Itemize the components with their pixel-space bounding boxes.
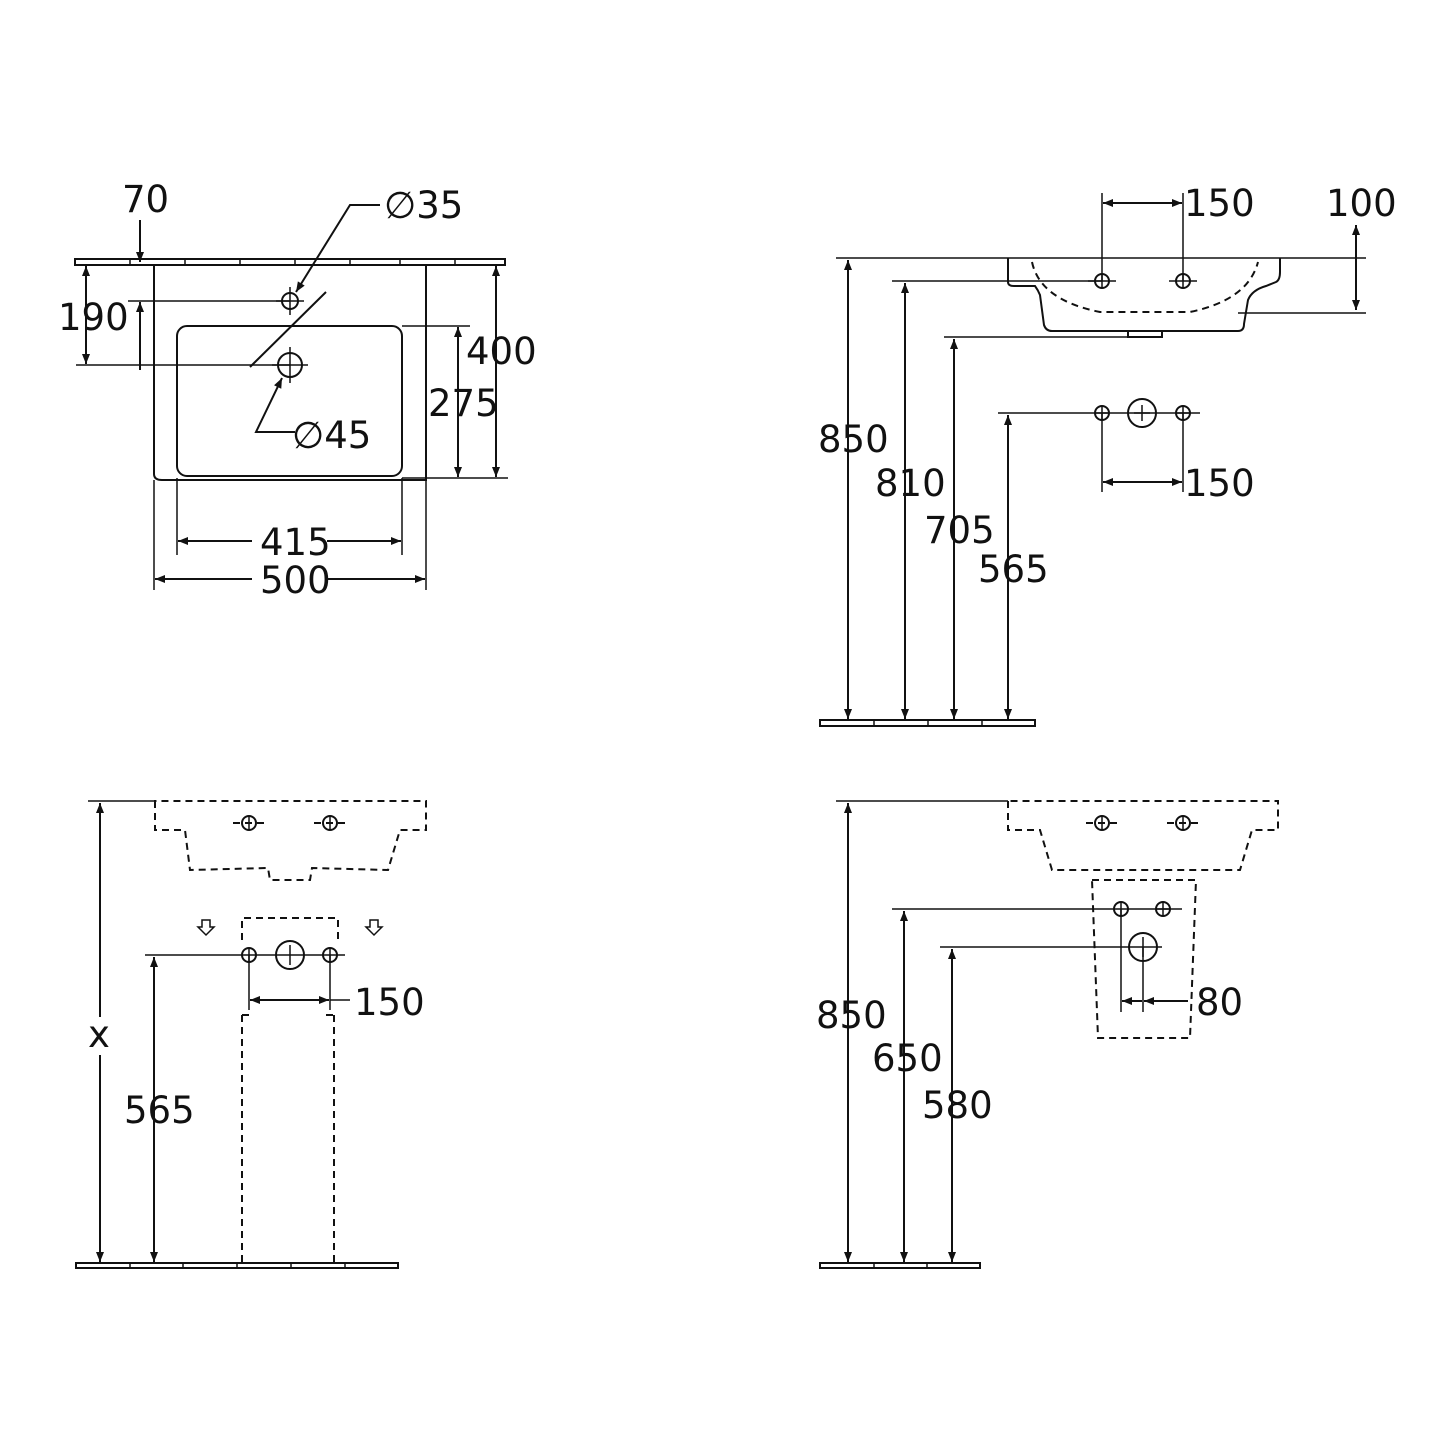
- basin-bowl: [176, 325, 403, 477]
- dim-150-bottom-label: 150: [1184, 462, 1255, 505]
- basin-dashed-outline: [1007, 800, 1279, 871]
- down-arrow-icon: [196, 919, 216, 937]
- floor-band: [819, 1262, 981, 1269]
- pedestal-dashed-top: [241, 917, 339, 940]
- dim-565-label: 565: [978, 548, 1049, 591]
- tap-hole-right-dashed: [1167, 815, 1199, 831]
- dim-70-label: 70: [122, 178, 169, 221]
- dim-100-label: 100: [1326, 182, 1397, 225]
- basin-inner-dashed: [1031, 261, 1259, 313]
- basin-outline: [153, 265, 427, 481]
- dim-x-label: x: [88, 1013, 110, 1056]
- basin-dashed-outline: [154, 800, 427, 881]
- tap-hole-left-dashed: [233, 815, 265, 831]
- wall-band: [74, 258, 506, 266]
- waste-outlet-icon: [275, 940, 305, 970]
- down-arrow-icon: [364, 919, 384, 937]
- dim-500-label: 500: [260, 559, 331, 602]
- trap-cover-dashed: [1090, 879, 1198, 1039]
- pedestal-view: x 565 150: [75, 800, 427, 1269]
- dim-580-label: 580: [922, 1084, 993, 1127]
- dim-565-label: 565: [124, 1089, 195, 1132]
- dim-810-label: 810: [875, 462, 946, 505]
- dim-850-label: 850: [816, 994, 887, 1037]
- dim-190-label: 190: [58, 296, 129, 339]
- waste-outlet-icon: [1127, 398, 1157, 428]
- dim-705-label: 705: [924, 509, 995, 552]
- dim-dia45-label: ∅45: [292, 414, 371, 457]
- tap-hole-right-dashed: [314, 815, 346, 831]
- dim-850-label: 850: [818, 418, 889, 461]
- top-view: 70 190 ∅35 ∅45 400 275 415 500: [58, 178, 537, 602]
- supply-right-icon: [1155, 901, 1171, 917]
- side-view: 150 100 850 810 705 565 150: [818, 182, 1397, 727]
- tap-hole-left-dashed: [1086, 815, 1118, 831]
- dim-150-top-label: 150: [1184, 182, 1255, 225]
- floor-band: [75, 1262, 399, 1269]
- dim-80-label: 80: [1196, 981, 1243, 1024]
- dim-dia35-label: ∅35: [384, 184, 463, 227]
- trap-cover-view: 850 650 580 80: [816, 800, 1279, 1269]
- dim-400-label: 400: [466, 330, 537, 373]
- floor-band: [819, 719, 1036, 727]
- dim-415-label: 415: [260, 521, 331, 564]
- pedestal-dashed-body: [241, 1015, 335, 1262]
- basin-front-outline: [1007, 258, 1281, 332]
- dim-650-label: 650: [872, 1037, 943, 1080]
- dim-150-label: 150: [354, 981, 425, 1024]
- dim-275-label: 275: [428, 382, 499, 425]
